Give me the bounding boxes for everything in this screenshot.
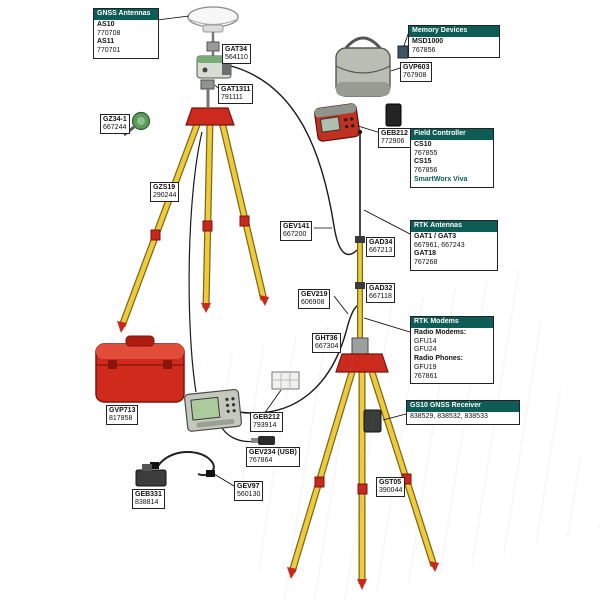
- group-heading: Radio Phones:: [414, 355, 464, 362]
- case-handle: [125, 335, 155, 347]
- gat34-adapter: [206, 41, 220, 52]
- box-rtk-antennas: RTK Antennas GAT1 / GAT3 667961, 667243 …: [410, 220, 498, 271]
- battery-geb331-item: [135, 464, 167, 487]
- box-title: GNSS Antennas: [94, 9, 158, 20]
- box-title: RTK Antennas: [411, 221, 497, 232]
- handheld-controller-item: [314, 103, 361, 142]
- box-gnss-antennas: GNSS Antennas AS10 770708 AS11 770701: [93, 8, 159, 59]
- part-name: CS10: [414, 140, 432, 148]
- gnss-dome-antenna: [187, 6, 239, 33]
- part-name: GFU19: [414, 363, 437, 371]
- part-name: MSD1000: [412, 37, 444, 45]
- part-number: 767856: [414, 167, 438, 174]
- receiver-cable: [188, 131, 203, 393]
- ght36-bracket: [351, 337, 369, 355]
- box-memory-devices: Memory Devices MSD1000 767856: [408, 25, 500, 59]
- part-name: CS15: [414, 158, 432, 166]
- part-number: 770701: [97, 47, 121, 54]
- part-name: GAT1 / GAT3: [414, 232, 457, 240]
- part-name: GFU24: [414, 346, 437, 354]
- leg-clamp: [150, 229, 161, 241]
- antenna-cable: [230, 65, 358, 256]
- part-number: 767861: [414, 372, 438, 380]
- part-number: 767855: [414, 149, 438, 157]
- box-title: Field Controller: [411, 129, 493, 140]
- antenna-stem: [206, 32, 220, 56]
- group-heading: Radio Modems:: [414, 328, 467, 336]
- cable-gev97-item: [150, 450, 215, 477]
- leg-clamp: [202, 220, 213, 232]
- label-gev-usb: GEV234 (USB)767864: [246, 447, 300, 468]
- tripod-head: [335, 353, 389, 373]
- part-number: 767856: [412, 46, 436, 54]
- part-number: 770708: [97, 29, 121, 37]
- leg-clamp: [314, 476, 325, 488]
- box-title: RTK Modems: [411, 317, 493, 328]
- box-rtk-modems: RTK Modems Radio Modems: GFU14 GFU24 Rad…: [410, 316, 494, 385]
- part-number: 838529, 838532, 838533: [410, 412, 488, 420]
- box-title: Memory Devices: [409, 26, 499, 37]
- box-title: GS10 GNSS Receiver: [407, 401, 519, 412]
- right-tripod: [287, 353, 439, 590]
- handheld-screen: [319, 116, 341, 133]
- cables: [188, 65, 361, 443]
- box-field-controller: Field Controller CS10 767855 CS15 767856…: [410, 128, 494, 188]
- left-tripod: [117, 107, 269, 333]
- part-number: 667961, 667243: [414, 241, 465, 249]
- battery-geb212-item: [271, 371, 300, 390]
- gat1311-adapter: [200, 79, 215, 108]
- memory-card-item: [397, 45, 409, 59]
- software-name: SmartWorx Viva: [414, 175, 468, 183]
- carry-bag-item: [335, 36, 391, 97]
- gad34-adapter: [355, 236, 365, 243]
- box-gs10-receiver: GS10 GNSS Receiver 838529, 838532, 83853…: [406, 400, 520, 425]
- part-name: AS11: [97, 38, 115, 46]
- part-name: GFU14: [414, 337, 437, 345]
- controller-screen: [190, 396, 221, 421]
- transport-case: [95, 335, 185, 403]
- bag-handle: [344, 36, 382, 50]
- part-number: 767268: [414, 259, 438, 266]
- usb-stick-item: [251, 436, 275, 445]
- gad32-adapter: [355, 282, 365, 289]
- controller-device: [184, 388, 243, 432]
- battery-geb212b-item: [385, 103, 402, 127]
- part-name: AS10: [97, 20, 115, 28]
- antenna-pole: [351, 129, 369, 356]
- leg-clamp: [357, 483, 368, 495]
- leg-clamp: [239, 215, 250, 227]
- part-name: GAT18: [414, 250, 437, 258]
- tripod-head: [185, 107, 235, 126]
- gs10-receiver-item: [363, 409, 382, 433]
